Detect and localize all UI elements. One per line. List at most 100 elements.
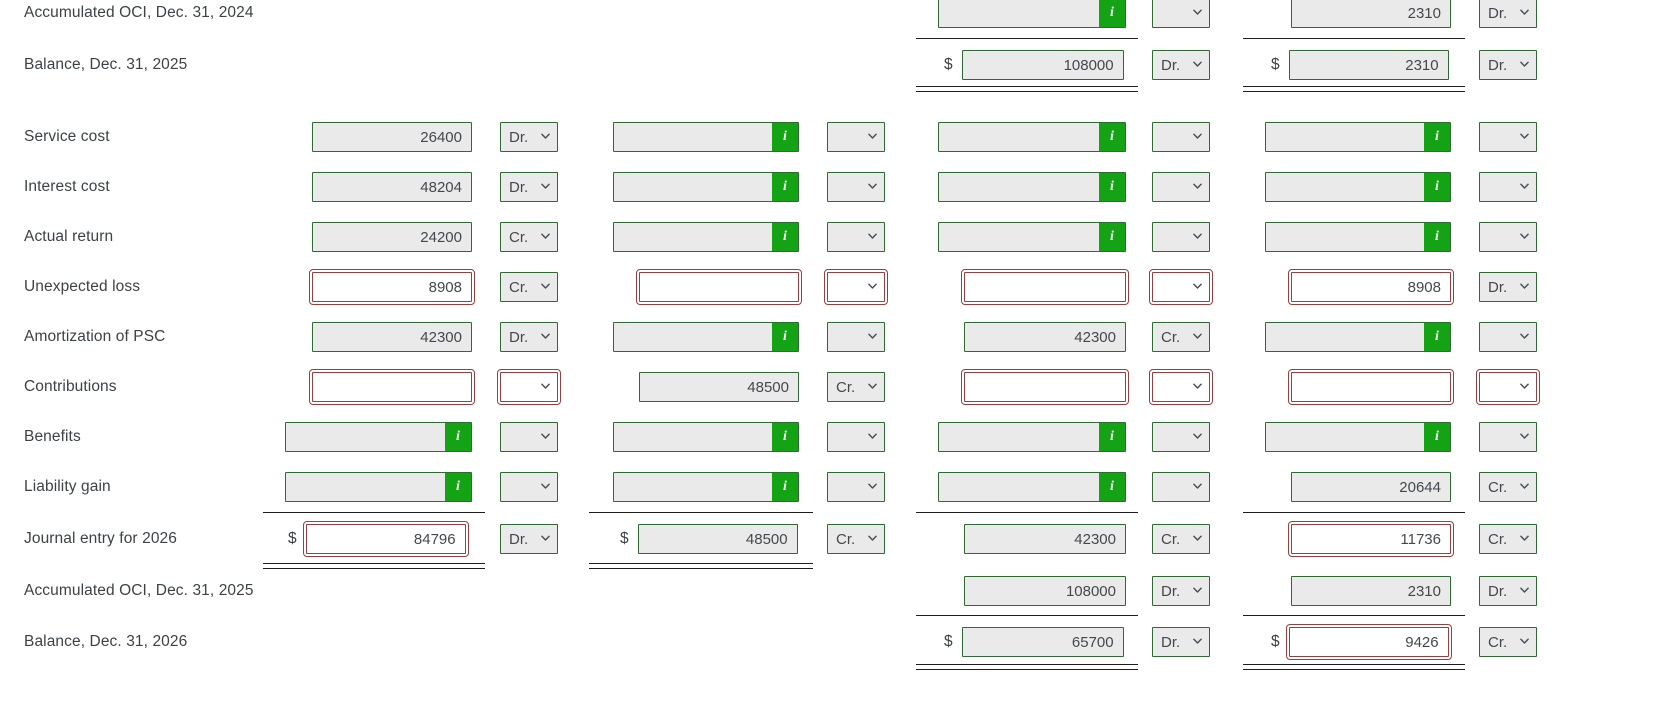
amount-value: 42300 — [1074, 328, 1116, 346]
subtotal-rule — [916, 615, 1138, 616]
row-balance-2025-col3-drcr-select[interactable]: Dr. — [1152, 50, 1210, 80]
info-icon[interactable]: i — [1099, 0, 1125, 27]
amount-value: 20644 — [1399, 478, 1441, 496]
row-journal-entry-2026-col4-amount-input[interactable]: 11736 — [1288, 521, 1454, 557]
row-contributions-col1-amount-input[interactable] — [309, 369, 475, 405]
info-icon[interactable]: i — [445, 473, 471, 501]
row-unexpected-loss-col3-amount-input[interactable] — [961, 269, 1129, 305]
row-interest-cost-label: Interest cost — [24, 178, 110, 195]
amount-value: 8908 — [428, 278, 462, 296]
row-contributions-col2-drcr-select[interactable]: Cr. — [827, 372, 885, 402]
row-interest-cost-col2-drcr-select[interactable] — [827, 172, 885, 202]
row-liability-gain-col3-drcr-select[interactable] — [1152, 472, 1210, 502]
subtotal-rule — [916, 38, 1138, 39]
info-icon[interactable]: i — [772, 423, 798, 451]
row-service-cost-col2-amount-input: i — [613, 122, 799, 152]
drcr-value: Dr. — [1488, 56, 1508, 74]
row-interest-cost-col4-drcr-select[interactable] — [1479, 172, 1537, 202]
chevron-down-icon — [868, 383, 877, 392]
chevron-down-icon — [1520, 483, 1529, 492]
info-icon[interactable]: i — [772, 173, 798, 201]
row-contributions-col3-amount-input[interactable] — [961, 369, 1129, 405]
drcr-value: Cr. — [836, 530, 856, 548]
row-service-cost-col3-drcr-select[interactable] — [1152, 122, 1210, 152]
row-interest-cost-col1-amount-input: 48204 — [312, 172, 472, 202]
row-unexpected-loss-col2-drcr-select[interactable] — [824, 269, 888, 305]
row-unexpected-loss-col1-amount-input[interactable]: 8908 — [309, 269, 475, 305]
info-icon[interactable]: i — [1099, 123, 1125, 151]
row-service-cost-col1-drcr-select[interactable]: Dr. — [500, 122, 558, 152]
total-double-rule — [1243, 664, 1465, 670]
info-icon[interactable]: i — [1424, 173, 1450, 201]
row-unexpected-loss-col3-drcr-select[interactable] — [1149, 269, 1213, 305]
row-balance-2026-col4-amount-input[interactable]: 9426 — [1285, 624, 1452, 660]
info-icon[interactable]: i — [1424, 423, 1450, 451]
info-icon[interactable]: i — [1099, 423, 1125, 451]
row-actual-return-label: Actual return — [24, 228, 114, 245]
chevron-down-icon — [868, 283, 877, 292]
row-actual-return-col1-drcr-select[interactable]: Cr. — [500, 222, 558, 252]
row-liability-gain-col2-drcr-select[interactable] — [827, 472, 885, 502]
row-balance-2026-col4-drcr-select[interactable]: Cr. — [1479, 627, 1537, 657]
row-journal-entry-2026-col1-drcr-select[interactable]: Dr. — [500, 524, 558, 554]
row-actual-return-col2-drcr-select[interactable] — [827, 222, 885, 252]
drcr-value: Dr. — [1488, 582, 1508, 600]
row-accumulated-oci-2025-col4-drcr-select[interactable]: Dr. — [1479, 576, 1537, 606]
amount-value: 2310 — [1407, 582, 1441, 600]
row-unexpected-loss-col2-amount-input[interactable] — [636, 269, 802, 305]
info-icon[interactable]: i — [772, 223, 798, 251]
row-actual-return-col4-drcr-select[interactable] — [1479, 222, 1537, 252]
row-benefits-col2-drcr-select[interactable] — [827, 422, 885, 452]
info-icon[interactable]: i — [1424, 223, 1450, 251]
row-liability-gain-col1-drcr-select[interactable] — [500, 472, 558, 502]
row-amortization-of-psc-col4-drcr-select[interactable] — [1479, 322, 1537, 352]
row-journal-entry-2026-col1-amount-input[interactable]: 84796 — [302, 521, 469, 557]
row-amortization-of-psc-col2-drcr-select[interactable] — [827, 322, 885, 352]
row-unexpected-loss-col1-drcr-select[interactable]: Cr. — [500, 272, 558, 302]
row-journal-entry-2026-col2-drcr-select[interactable]: Cr. — [827, 524, 885, 554]
info-icon[interactable]: i — [445, 423, 471, 451]
row-accumulated-oci-2025-col3-drcr-select[interactable]: Dr. — [1152, 576, 1210, 606]
info-icon[interactable]: i — [772, 123, 798, 151]
row-benefits-col1-drcr-select[interactable] — [500, 422, 558, 452]
row-unexpected-loss-col4-amount-input[interactable]: 8908 — [1288, 269, 1454, 305]
row-journal-entry-2026-col3-drcr-select[interactable]: Cr. — [1152, 524, 1210, 554]
drcr-value: Dr. — [509, 328, 529, 346]
info-icon[interactable]: i — [1099, 223, 1125, 251]
row-amortization-of-psc-col1-drcr-select[interactable]: Dr. — [500, 322, 558, 352]
chevron-down-icon — [541, 133, 550, 142]
info-icon[interactable]: i — [1424, 323, 1450, 351]
info-icon[interactable]: i — [1424, 123, 1450, 151]
chevron-down-icon — [1520, 638, 1529, 647]
row-service-cost-col4-drcr-select[interactable] — [1479, 122, 1537, 152]
row-service-cost-col2-drcr-select[interactable] — [827, 122, 885, 152]
amount-value: 48500 — [747, 378, 789, 396]
row-actual-return-col3-drcr-select[interactable] — [1152, 222, 1210, 252]
row-journal-entry-2026-col4-drcr-select[interactable]: Cr. — [1479, 524, 1537, 554]
info-icon[interactable]: i — [1099, 173, 1125, 201]
row-interest-cost-col2-amount-input: i — [613, 172, 799, 202]
subtotal-rule — [1243, 38, 1465, 39]
row-accumulated-oci-2024-col4-drcr-select[interactable]: Dr. — [1479, 0, 1537, 28]
info-icon[interactable]: i — [772, 473, 798, 501]
row-contributions-col3-drcr-select[interactable] — [1149, 369, 1213, 405]
row-benefits-col3-drcr-select[interactable] — [1152, 422, 1210, 452]
row-benefits-col4-drcr-select[interactable] — [1479, 422, 1537, 452]
row-contributions-col4-drcr-select[interactable] — [1476, 369, 1540, 405]
row-interest-cost-col3-drcr-select[interactable] — [1152, 172, 1210, 202]
row-balance-2025-col4-drcr-select[interactable]: Dr. — [1479, 50, 1537, 80]
row-interest-cost-col1-drcr-select[interactable]: Dr. — [500, 172, 558, 202]
row-liability-gain-col4-drcr-select[interactable]: Cr. — [1479, 472, 1537, 502]
row-actual-return-col2-amount-input: i — [613, 222, 799, 252]
info-icon[interactable]: i — [772, 323, 798, 351]
row-accumulated-oci-2024-col3-drcr-select[interactable] — [1152, 0, 1210, 28]
info-icon[interactable]: i — [1099, 473, 1125, 501]
row-service-cost-label: Service cost — [24, 128, 110, 145]
row-amortization-of-psc-col3-drcr-select[interactable]: Cr. — [1152, 322, 1210, 352]
row-amortization-of-psc-col4-amount-input: i — [1265, 322, 1451, 352]
row-contributions-col1-drcr-select[interactable] — [497, 369, 561, 405]
row-contributions-col4-amount-input[interactable] — [1288, 369, 1454, 405]
row-unexpected-loss-col4-drcr-select[interactable]: Dr. — [1479, 272, 1537, 302]
row-balance-2026-col3-drcr-select[interactable]: Dr. — [1152, 627, 1210, 657]
